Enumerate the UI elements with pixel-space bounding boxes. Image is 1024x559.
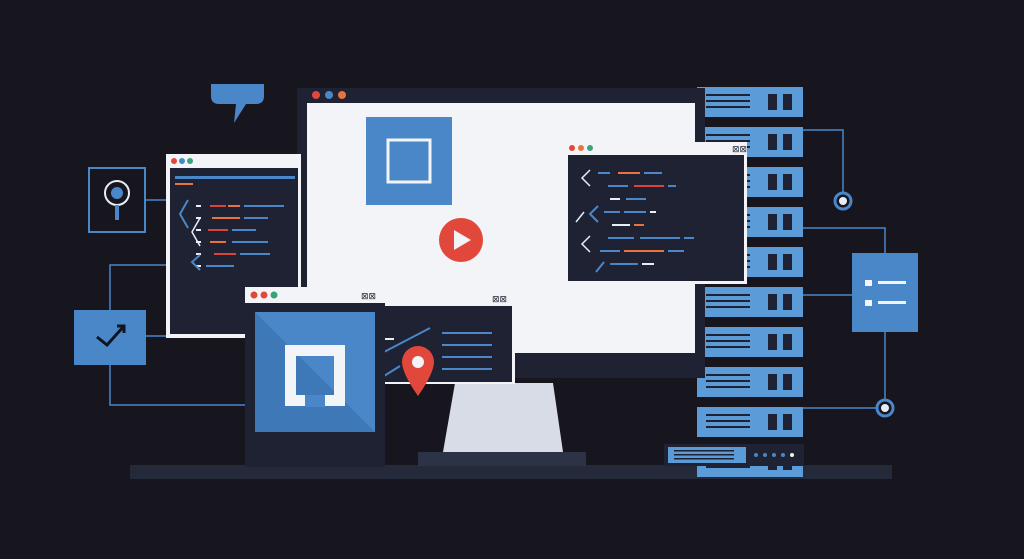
server-unit	[697, 87, 803, 117]
left-code-window	[166, 154, 301, 338]
map-window-close-buttons[interactable]: ⊠⊠	[492, 295, 507, 305]
right-connectors	[803, 129, 886, 409]
play-icon[interactable]	[439, 218, 483, 262]
tablet-window-close-buttons[interactable]: ⊠⊠	[361, 292, 376, 302]
right-window-close-buttons[interactable]: ⊠⊠	[732, 145, 747, 155]
server-unit	[697, 367, 803, 397]
speech-bubble-icon	[211, 84, 264, 123]
server-unit	[697, 327, 803, 357]
server-unit	[697, 407, 803, 437]
right-code-window: ⊠⊠	[565, 142, 747, 284]
server-unit	[697, 287, 803, 317]
microphone-icon	[88, 167, 146, 233]
checkmark-icon	[74, 310, 146, 365]
monitor-logo-square	[366, 117, 452, 205]
connector-node-bottom-inner	[881, 404, 889, 412]
map-pin-icon	[402, 346, 434, 396]
checklist-icon	[852, 253, 918, 332]
map-window: ⊠⊠	[375, 291, 515, 384]
left-connectors	[109, 199, 248, 406]
server-base	[664, 444, 804, 466]
connector-node-top-inner	[839, 197, 847, 205]
front-tablet-window: ⊠⊠	[245, 287, 385, 467]
